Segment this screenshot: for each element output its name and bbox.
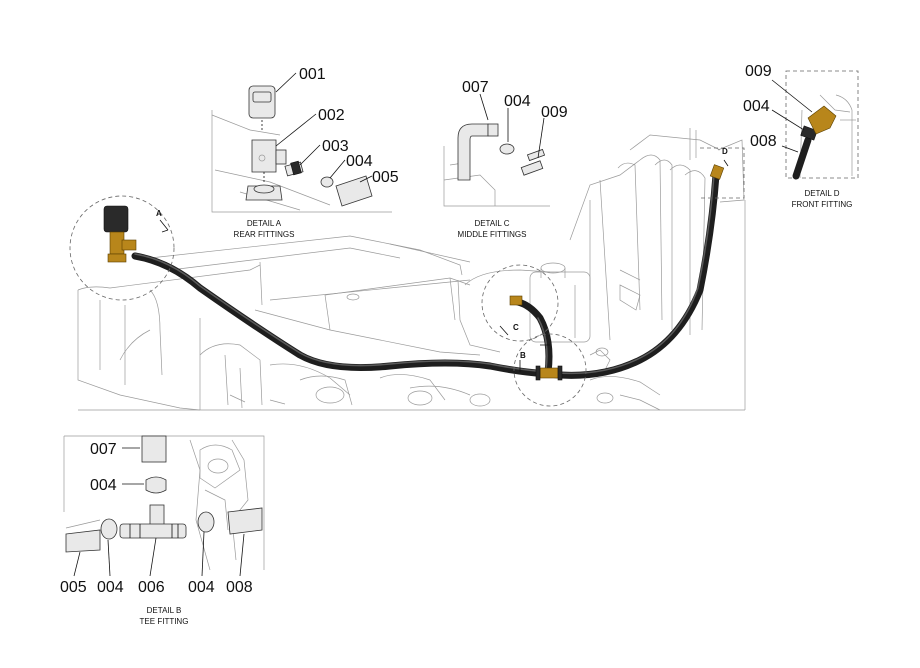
part-004-clamp-b-top [145, 476, 167, 494]
label-b-004: 004 [90, 477, 117, 494]
part-005-hose-piece [335, 175, 373, 207]
detail-d-subtitle: FRONT FITTING [792, 200, 853, 209]
detail-c-subtitle: MIDDLE FITTINGS [458, 230, 527, 239]
part-007-end [487, 123, 499, 137]
part-007-elbow-hose [457, 123, 489, 181]
label-a-002: 002 [318, 107, 345, 124]
part-004-clamp [320, 176, 334, 188]
label-c-004: 004 [504, 93, 531, 110]
label-d-004: 004 [743, 98, 770, 115]
detail-a: 001 002 003 004 005 DETAIL A REAR FITTIN… [211, 66, 399, 239]
label-b-bottom-004b: 004 [188, 579, 215, 596]
callout-letter-b: B [520, 351, 526, 360]
callout-letter-c: C [513, 323, 519, 332]
part-002-elbow [245, 139, 287, 201]
part-004-clamp-b-right [197, 511, 215, 533]
label-b-007: 007 [90, 441, 117, 458]
label-d-008: 008 [750, 133, 777, 150]
callout-letter-d: D [722, 147, 728, 156]
detail-b-title: DETAIL B [147, 606, 182, 615]
machine-outline [77, 128, 746, 411]
label-b-bottom-006: 006 [138, 579, 165, 596]
part-004-clamp-d [800, 125, 818, 141]
label-c-007: 007 [462, 79, 489, 96]
rear-fitting-main [103, 205, 137, 263]
part-006-tee [119, 504, 187, 539]
part-003-barb [284, 160, 304, 177]
callout-arrows [159, 159, 729, 372]
label-b-bottom-004a: 004 [97, 579, 124, 596]
label-a-004: 004 [346, 153, 373, 170]
detail-b-subtitle: TEE FITTING [140, 617, 189, 626]
middle-fitting-main [509, 295, 523, 306]
part-007-stub [141, 435, 167, 463]
tee-fitting-main [535, 365, 563, 381]
callout-circles [69, 147, 745, 407]
label-b-bottom-005: 005 [60, 579, 87, 596]
main-hose [131, 171, 720, 379]
detail-d: 009 004 008 DETAIL D FRONT FITTING [743, 63, 859, 209]
detail-a-title: DETAIL A [247, 219, 282, 228]
detail-c: 007 004 009 DETAIL C MIDDLE FITTINGS [443, 79, 568, 239]
part-001-cap [248, 85, 276, 132]
part-005-hose-b [65, 529, 101, 553]
detail-a-subtitle: REAR FITTINGS [234, 230, 295, 239]
detail-d-title: DETAIL D [804, 189, 839, 198]
detail-c-title: DETAIL C [474, 219, 509, 228]
label-b-bottom-008: 008 [226, 579, 253, 596]
label-a-005: 005 [372, 169, 399, 186]
part-009-fitting-d [807, 105, 837, 135]
part-004-clamp-c [499, 143, 515, 155]
part-009-fitting-c [520, 148, 546, 176]
label-a-003: 003 [322, 138, 349, 155]
detail-b: 007 004 005 004 006 004 008 DETAIL B TEE… [60, 435, 265, 626]
part-004-clamp-b-left [100, 518, 118, 540]
label-d-009: 009 [745, 63, 772, 80]
label-a-001: 001 [299, 66, 326, 83]
label-c-009: 009 [541, 104, 568, 121]
callout-letter-a: A [156, 209, 162, 218]
front-fitting-main [709, 164, 725, 180]
part-008-hose-b [227, 507, 263, 535]
